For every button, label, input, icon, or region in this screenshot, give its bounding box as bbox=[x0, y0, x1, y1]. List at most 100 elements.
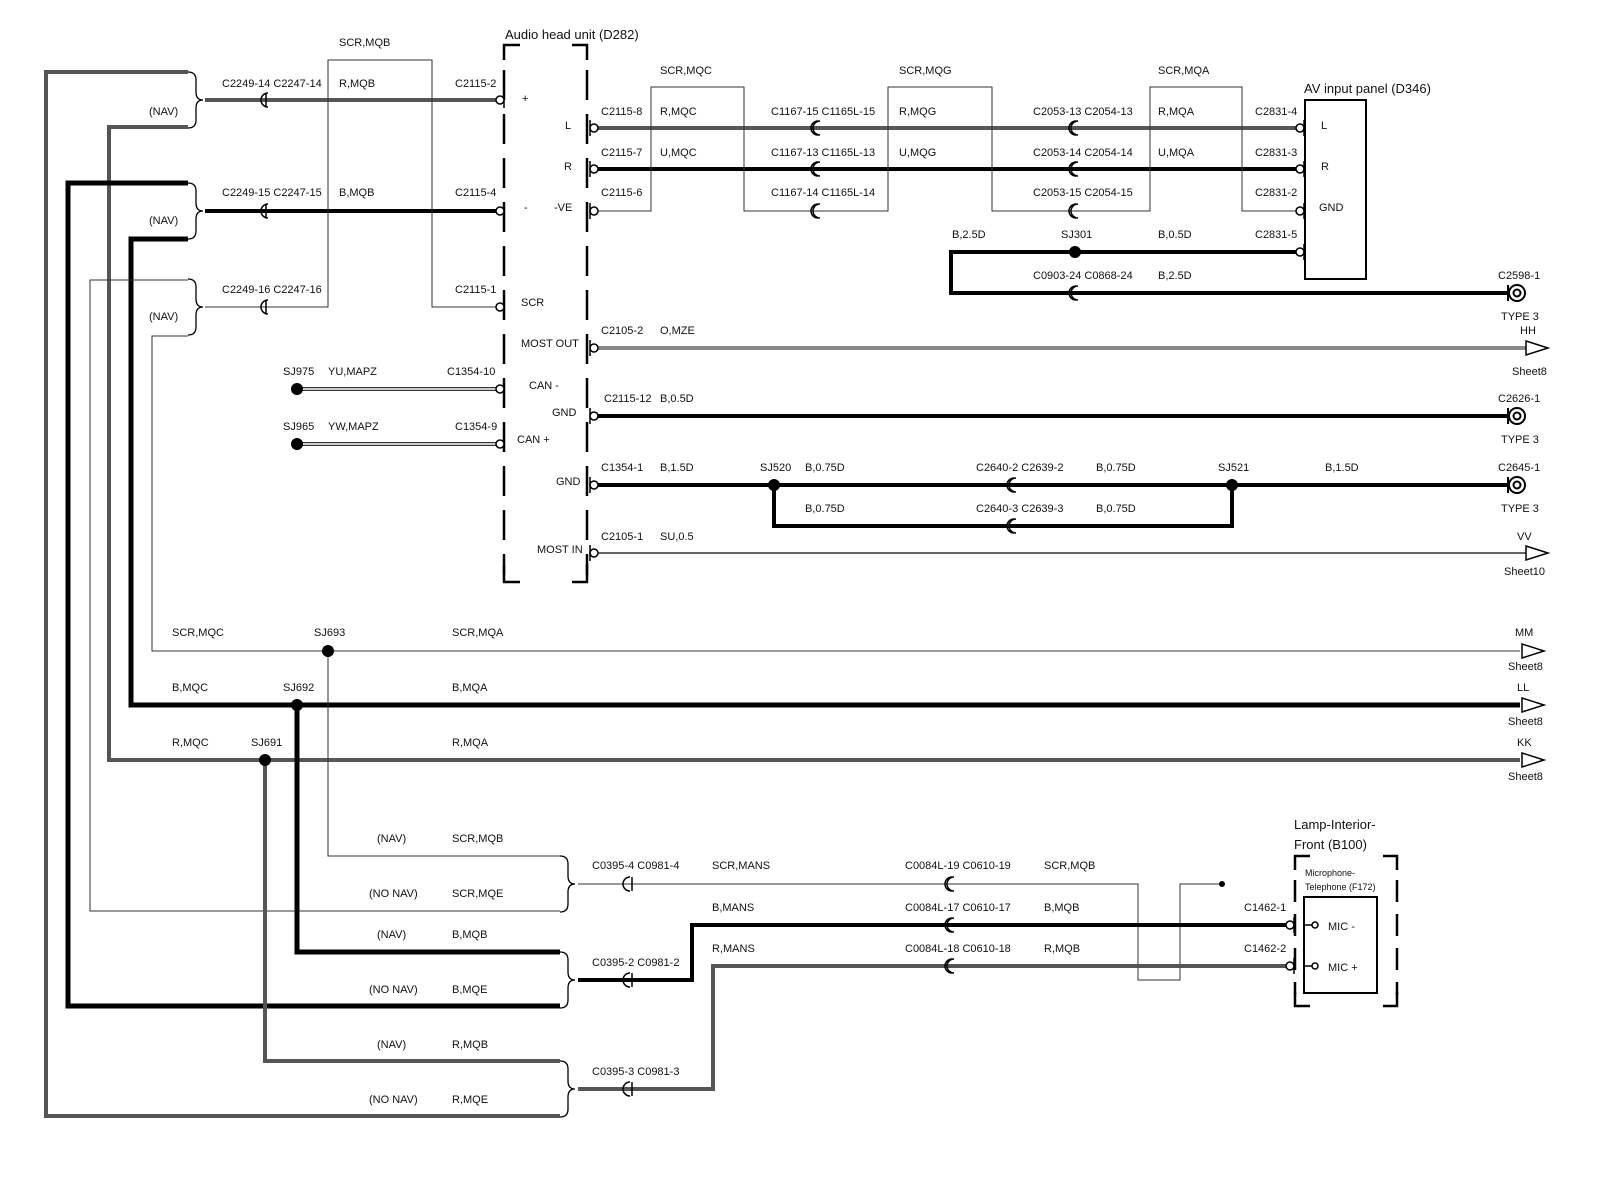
wire-gnd-075-loop bbox=[772, 485, 1234, 528]
arrow-vv bbox=[1525, 544, 1551, 562]
wire-label-scr-mqb-top: SCR,MQB bbox=[339, 37, 390, 49]
wire-label-b-15d-b: B,1.5D bbox=[1325, 462, 1359, 474]
offsheet-ll: LL bbox=[1517, 682, 1529, 694]
splice-sj693-dot bbox=[322, 645, 334, 657]
connector-c2640-3 bbox=[1006, 518, 1017, 534]
connector-label-c2115-8: C2115-8 bbox=[601, 106, 642, 118]
wire-label-b-075d-3: B,0.75D bbox=[805, 503, 845, 515]
wire-r-mqb-bottom bbox=[263, 760, 560, 1063]
offsheet-sheet8-kk: Sheet8 bbox=[1508, 771, 1543, 783]
pin-gnd-2: GND bbox=[556, 476, 581, 488]
splice-sj520-dot bbox=[768, 479, 780, 491]
connector-label-c0084-17: C0084L-17 C0610-17 bbox=[905, 902, 1011, 914]
connector-label-c2105-1: C2105-1 bbox=[601, 531, 643, 543]
wire-label-yw-mapz: YW,MAPZ bbox=[328, 421, 379, 433]
splice-label-sj693: SJ693 bbox=[314, 627, 345, 639]
wire-scr-mans bbox=[578, 883, 1222, 981]
lamp-interior-title-1: Lamp-Interior- bbox=[1294, 817, 1376, 832]
nav-label-6: (NAV) bbox=[377, 1039, 406, 1051]
no-nav-label-1: (NO NAV) bbox=[369, 888, 418, 900]
wire-label-b-075d-1: B,0.75D bbox=[805, 462, 845, 474]
connector-label-c2053-13: C2053-13 C2054-13 bbox=[1033, 106, 1133, 118]
splice-dots bbox=[259, 246, 1238, 887]
wire-label-b-25d-a: B,2.5D bbox=[952, 229, 986, 241]
offsheet-sheet10: Sheet10 bbox=[1504, 566, 1545, 578]
wire-label-b-mqc-l: B,MQC bbox=[172, 682, 208, 694]
wire-label-r-mqe-b: R,MQE bbox=[452, 1094, 488, 1106]
microphone-title-1: Microphone- bbox=[1305, 868, 1355, 878]
av-pin-l: L bbox=[1321, 120, 1327, 132]
audio-head-unit-title: Audio head unit (D282) bbox=[505, 27, 639, 42]
no-nav-label-2: (NO NAV) bbox=[369, 984, 418, 996]
wire-label-r-mqa-l: R,MQA bbox=[452, 737, 489, 749]
wire-label-r-mqc: R,MQC bbox=[660, 106, 697, 118]
wire-label-b-mqb-top: B,MQB bbox=[339, 187, 374, 199]
microphone-box bbox=[1303, 896, 1378, 994]
microphone-title-2: Telephone (F172) bbox=[1305, 882, 1376, 892]
pin-plus: + bbox=[522, 93, 528, 105]
mic-pin-stubs bbox=[1304, 924, 1312, 967]
av-input-panel-box bbox=[1304, 99, 1367, 280]
connector-label-c0395-4: C0395-4 C0981-4 bbox=[592, 860, 679, 872]
ground-eyelet-c2598 bbox=[1507, 284, 1526, 302]
offsheet-vv: VV bbox=[1517, 531, 1532, 543]
connector-label-c2249-14: C2249-14 C2247-14 bbox=[222, 78, 322, 90]
offsheet-mm: MM bbox=[1515, 627, 1533, 639]
wire-label-b-05d-a: B,0.5D bbox=[1158, 229, 1192, 241]
connector-label-c2640-3: C2640-3 C2639-3 bbox=[976, 503, 1063, 515]
connector-label-c2831-5: C2831-5 bbox=[1255, 229, 1297, 241]
wires bbox=[44, 59, 1530, 1118]
wire-label-yu-mapz: YU,MAPZ bbox=[328, 366, 377, 378]
offsheet-sheet8-ll: Sheet8 bbox=[1508, 716, 1543, 728]
splice-label-sj692: SJ692 bbox=[283, 682, 314, 694]
wire-label-b-mqa-l: B,MQA bbox=[452, 682, 488, 694]
connector-c0084-18 bbox=[944, 958, 955, 974]
arrow-hh bbox=[1525, 339, 1551, 357]
pin-most-out: MOST OUT bbox=[521, 338, 579, 350]
pin-ve: -VE bbox=[554, 202, 572, 214]
no-nav-label-3: (NO NAV) bbox=[369, 1094, 418, 1106]
wire-label-b-05d-b: B,0.5D bbox=[660, 393, 694, 405]
connector-label-c1462-2: C1462-2 bbox=[1244, 943, 1286, 955]
wire-label-scr-mqb-r: SCR,MQB bbox=[1044, 860, 1095, 872]
splice-label-sj691: SJ691 bbox=[251, 737, 282, 749]
nav-label-2: (NAV) bbox=[149, 215, 178, 227]
pin-minus: - bbox=[524, 202, 528, 214]
connector-label-c0084-18: C0084L-18 C0610-18 bbox=[905, 943, 1011, 955]
wire-r-mqe-loop bbox=[44, 70, 560, 1118]
splice-sj301-dot bbox=[1069, 246, 1081, 258]
connector-label-c2626-1: C2626-1 bbox=[1498, 393, 1540, 405]
connector-label-c1354-1: C1354-1 bbox=[601, 462, 643, 474]
splice-label-sj520: SJ520 bbox=[760, 462, 791, 474]
connector-label-c2831-3: C2831-3 bbox=[1255, 147, 1297, 159]
connector-label-c2640-2: C2640-2 C2639-2 bbox=[976, 462, 1063, 474]
splice-sj965-dot bbox=[291, 438, 303, 450]
nav-braces bbox=[187, 71, 576, 1118]
wire-b-mqc-loop bbox=[128, 236, 1520, 708]
connector-c2249-15 bbox=[260, 203, 269, 219]
splice-sj691-dot bbox=[259, 754, 271, 766]
connector-label-c2115-4: C2115-4 bbox=[455, 187, 496, 199]
av-input-panel-title: AV input panel (D346) bbox=[1304, 81, 1431, 96]
connector-c0084-17 bbox=[944, 917, 955, 933]
splice-sj975-dot bbox=[291, 383, 303, 395]
wire-label-r-mqb-r: R,MQB bbox=[1044, 943, 1080, 955]
type3-label-a: TYPE 3 bbox=[1501, 311, 1539, 323]
offsheet-sheet8-mm: Sheet8 bbox=[1508, 661, 1543, 673]
wire-b-mans bbox=[578, 923, 1290, 982]
pin-r: R bbox=[564, 161, 572, 173]
nav-label-3: (NAV) bbox=[149, 311, 178, 323]
ground-eyelet-c2645 bbox=[1507, 476, 1526, 494]
wire-label-scr-mqc-l: SCR,MQC bbox=[172, 627, 224, 639]
connector-label-c1354-9: C1354-9 bbox=[455, 421, 497, 433]
wire-scr-mqb-bottom bbox=[327, 651, 560, 857]
wire-label-scr-mqe-b: SCR,MQE bbox=[452, 888, 503, 900]
mic-pin-plus: MIC + bbox=[1328, 962, 1358, 974]
connector-c1167-13 bbox=[810, 161, 821, 177]
wire-scr-mqe-loop bbox=[89, 279, 560, 912]
splice-sj692-dot bbox=[291, 699, 303, 711]
wire-label-scr-mqa: SCR,MQA bbox=[1158, 65, 1210, 77]
connector-label-c0084-19: C0084L-19 C0610-19 bbox=[905, 860, 1011, 872]
connector-label-c2115-1: C2115-1 bbox=[455, 284, 496, 296]
